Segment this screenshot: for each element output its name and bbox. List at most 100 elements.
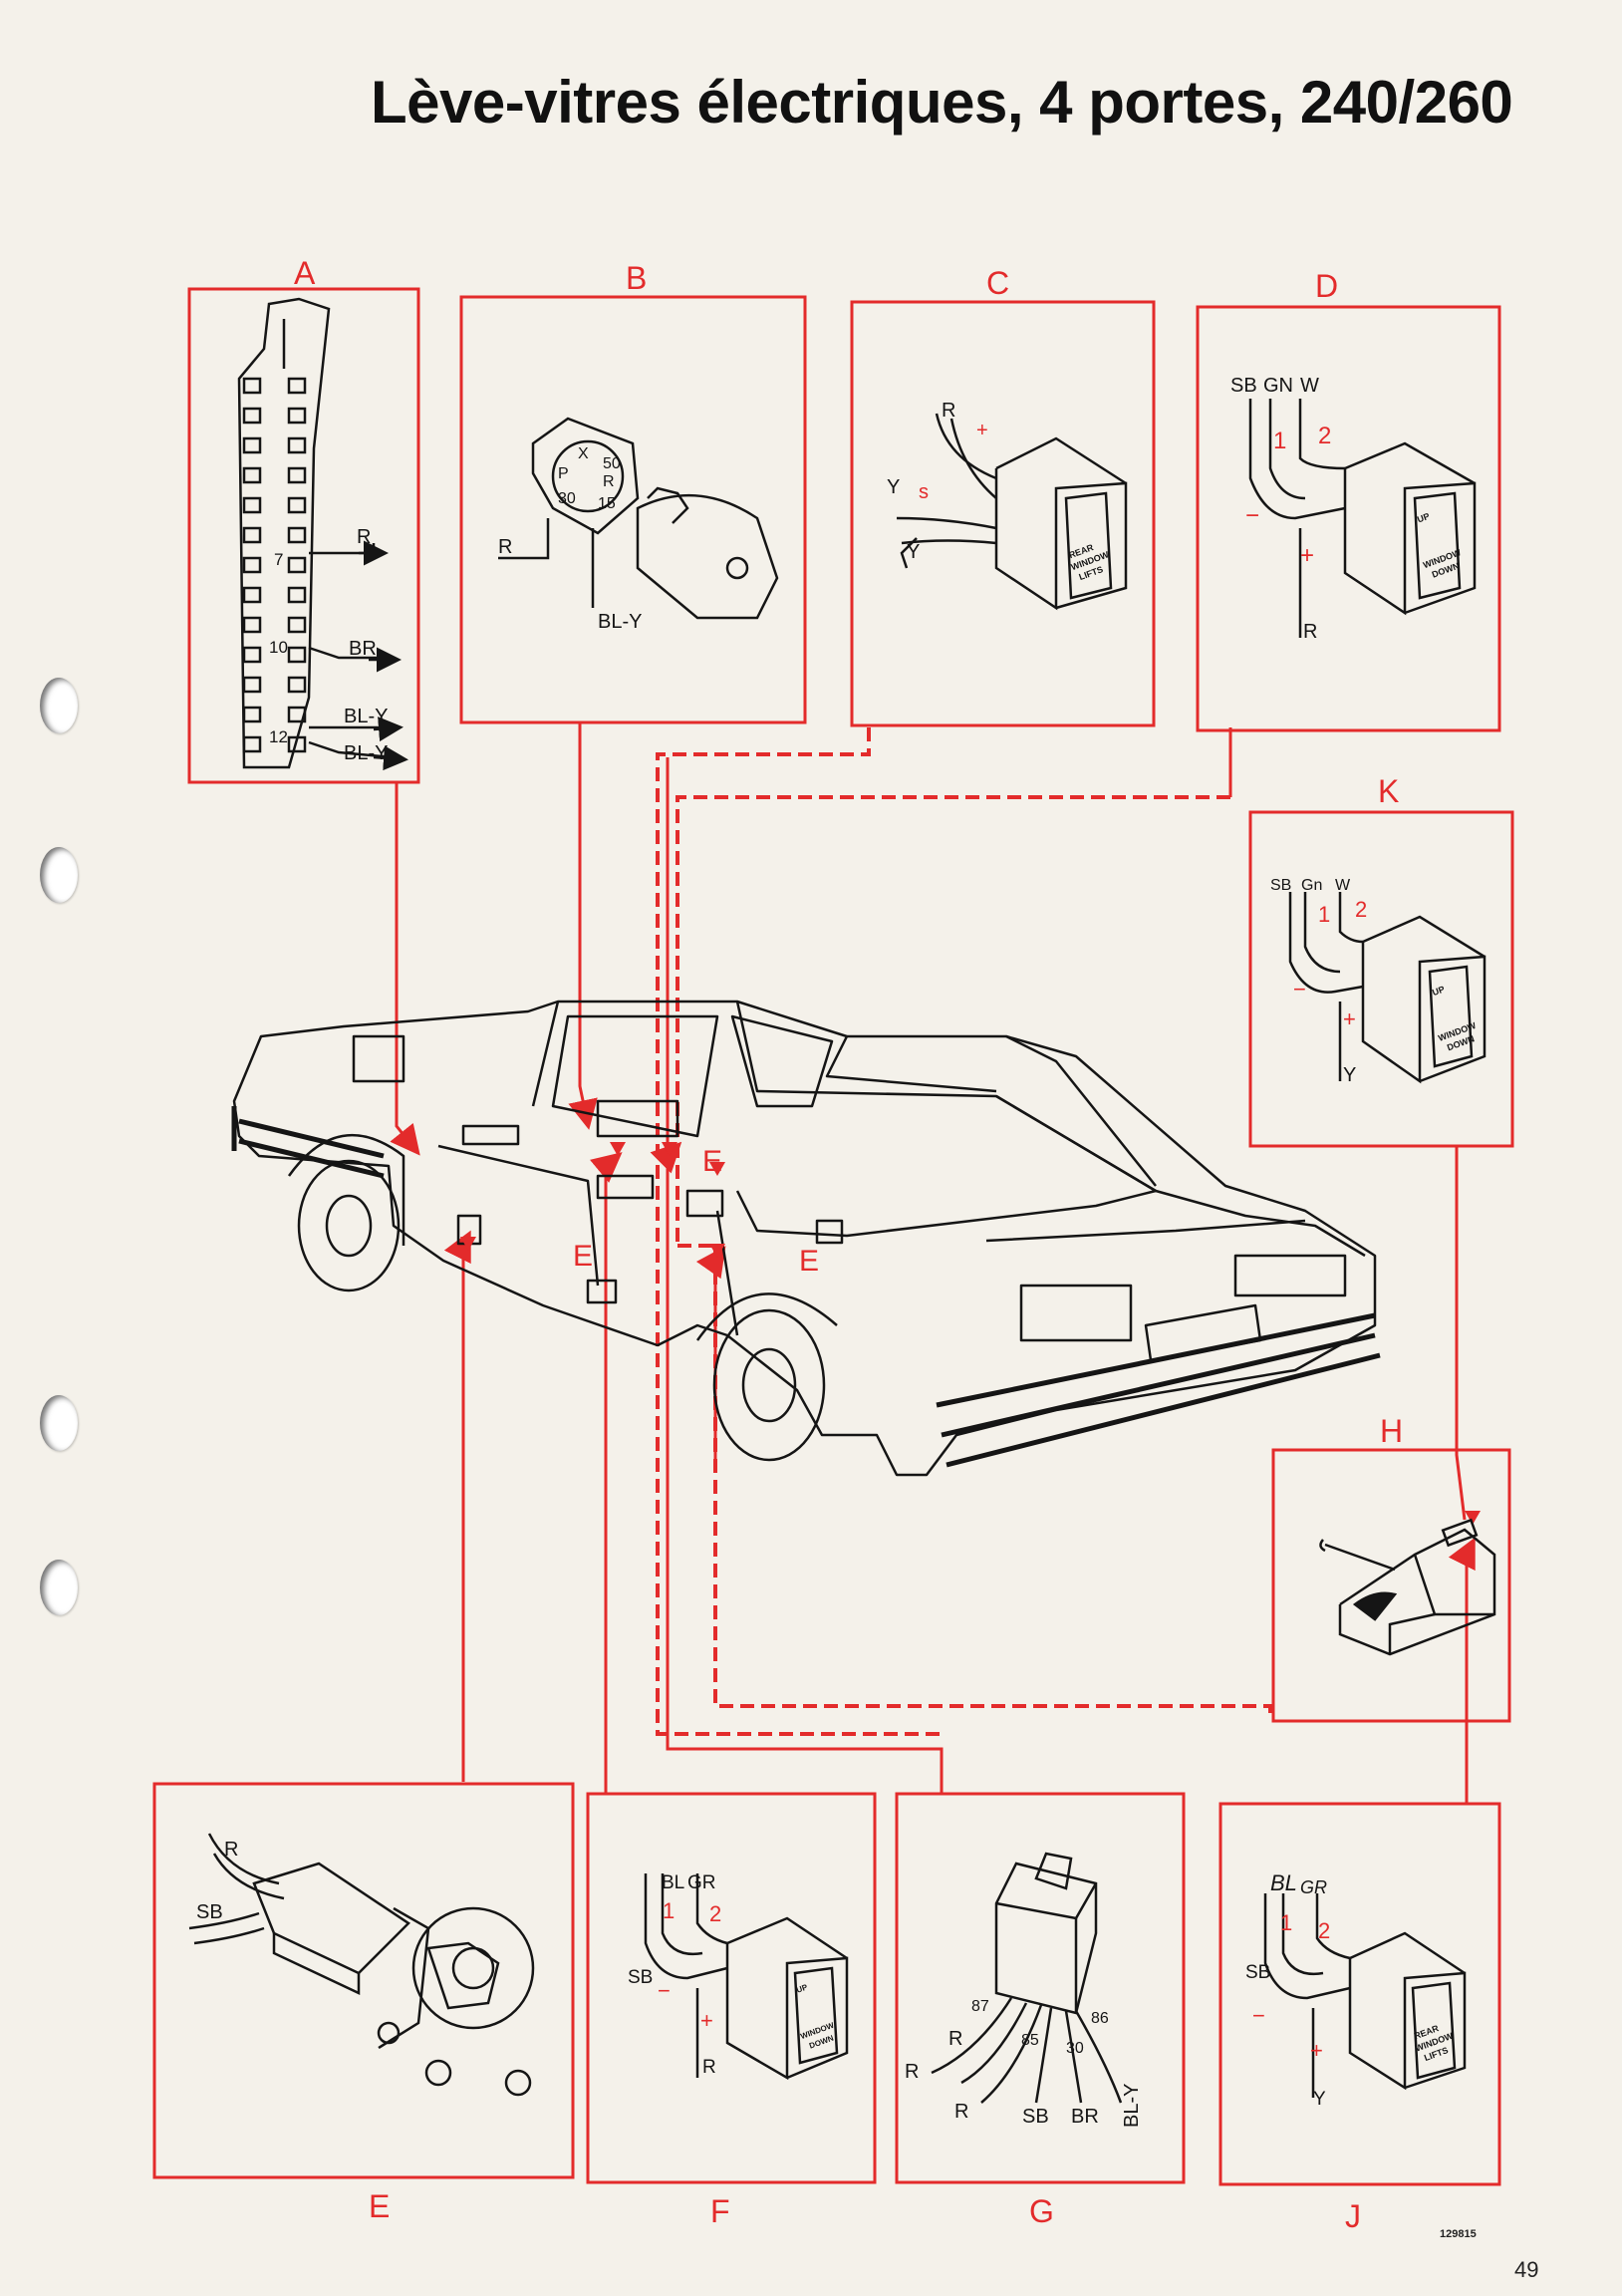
reference-code: 129815 <box>1440 2228 1477 2240</box>
wire-label: SB <box>196 1901 223 1923</box>
wire-label: R <box>357 526 371 548</box>
wire-label: BR <box>349 638 377 660</box>
panel-e-motor: E R SB <box>152 1782 575 2224</box>
wire-label: BL-Y <box>1121 2084 1143 2128</box>
polarity-mark: s <box>919 481 929 503</box>
pin-number: 10 <box>269 638 288 657</box>
panel-a: A <box>187 255 420 784</box>
polarity-mark: − <box>1245 502 1259 529</box>
panel-a-label: A <box>294 255 316 291</box>
terminal-label: R <box>603 473 615 490</box>
wire-label: Y <box>1343 1064 1356 1086</box>
wire-label: Y <box>907 541 920 563</box>
panel-d: D SB GN W R 1 2 − + UP WINDOW DOWN <box>1196 268 1501 732</box>
terminal-number: 1 <box>663 1898 675 1923</box>
wire-label: GN <box>1263 375 1293 397</box>
wire-label: BL-Y <box>598 611 642 633</box>
polarity-mark: + <box>976 420 988 441</box>
terminal-label: 86 <box>1091 2010 1109 2027</box>
wire-label: GR <box>1300 1877 1327 1897</box>
punch-hole <box>40 678 78 733</box>
punch-hole <box>40 1560 78 1615</box>
wire-label: R <box>948 2028 962 2050</box>
switch-text: UP <box>1431 984 1446 998</box>
dashed-lines <box>656 727 1272 1736</box>
polarity-mark: + <box>700 2008 713 2033</box>
terminal-label: 30 <box>1066 2040 1084 2057</box>
panel-d-label: D <box>1315 268 1338 304</box>
wire-label: W <box>1335 877 1351 894</box>
polarity-mark: − <box>658 1978 671 2003</box>
switch-text: UP <box>795 1982 809 1994</box>
pin-number: 12 <box>269 727 288 746</box>
wire-label: R <box>942 400 955 422</box>
wire-label: BL-Y <box>344 742 388 764</box>
terminal-number: 2 <box>1355 897 1367 922</box>
terminal-number: 2 <box>1318 423 1331 449</box>
panel-b-label: B <box>626 260 647 296</box>
car-label-e: E <box>702 1145 722 1178</box>
wire-label: R <box>905 2061 919 2083</box>
panel-j: J BL GR SB Y 1 2 − + REAR WINDOW LIFTS <box>1218 1802 1501 2234</box>
page-title: Lève-vitres électriques, 4 portes, 240/2… <box>371 69 1513 136</box>
terminal-number: 1 <box>1318 902 1330 927</box>
punch-hole <box>40 1395 78 1451</box>
polarity-mark: − <box>1293 977 1306 1002</box>
wire-label: SB <box>628 1967 653 1988</box>
terminal-number: 2 <box>1318 1918 1330 1943</box>
panel-e-label: E <box>369 2188 390 2224</box>
terminal-label: 30 <box>558 490 576 507</box>
terminal-label: 50 <box>603 455 621 472</box>
panel-k: K SB Gn W Y 1 2 − + UP WINDOW DOWN <box>1248 773 1514 1148</box>
car-labels: E E E <box>573 1145 819 1278</box>
polarity-mark: + <box>1300 542 1314 569</box>
car-label-e: E <box>799 1245 819 1278</box>
wire-label: Gn <box>1301 877 1322 894</box>
panel-f-label: F <box>710 2193 730 2229</box>
panel-j-label: J <box>1345 2198 1361 2234</box>
panel-g: G 87 86 85 30 R R R SB BR BL-Y <box>895 1792 1186 2229</box>
panel-f: F BL GR SB R 1 2 − + UP WINDOW DOWN <box>586 1792 877 2229</box>
car-illustration <box>231 1000 1381 1477</box>
terminal-label: 85 <box>1021 2032 1039 2049</box>
wire-label: Y <box>887 476 900 498</box>
wire-label: BR <box>1071 2106 1099 2128</box>
wire-label: SB <box>1270 877 1291 894</box>
polarity-mark: + <box>1310 2038 1323 2063</box>
wire-label: R <box>1303 621 1317 643</box>
terminal-label: 87 <box>971 1998 989 2015</box>
wire-label: SB <box>1022 2106 1049 2128</box>
panel-c-label: C <box>986 265 1009 301</box>
wire-label: Y <box>1313 2089 1326 2110</box>
terminal-label: P <box>558 465 569 482</box>
panel-k-label: K <box>1378 773 1399 809</box>
terminal-number: 1 <box>1280 1910 1292 1935</box>
wire-label: R <box>498 536 512 558</box>
wire-label: SB <box>1230 375 1257 397</box>
wire-label: R <box>954 2101 968 2123</box>
terminal-label: X <box>578 445 589 462</box>
panel-h-label: H <box>1380 1413 1403 1449</box>
wire-label: GR <box>687 1872 716 1893</box>
wire-label: BL-Y <box>344 706 388 727</box>
polarity-mark: − <box>1252 2003 1265 2028</box>
wire-label: W <box>1300 375 1319 397</box>
wire-label: R <box>224 1839 238 1861</box>
page-number: 49 <box>1514 2257 1539 2282</box>
car-arrows <box>460 1142 1481 1525</box>
panel-h: H <box>1271 1413 1511 1723</box>
punch-hole <box>40 847 78 903</box>
polarity-mark: + <box>1343 1006 1356 1031</box>
terminal-number: 2 <box>709 1901 721 1926</box>
wire-label: SB <box>1245 1962 1270 1983</box>
switch-text: UP <box>1416 511 1431 525</box>
panel-b: B X 50 P R 30 15 R BL-Y <box>459 260 807 724</box>
panel-c: C R Y Y + s REAR WINDOW LIFTS <box>850 265 1156 727</box>
wire-label: BL <box>662 1872 684 1893</box>
wire-label: R <box>702 2057 716 2078</box>
pin-number: 7 <box>274 550 283 569</box>
terminal-number: 1 <box>1273 428 1286 454</box>
wire-label: BL <box>1270 1870 1297 1895</box>
terminal-label: 15 <box>598 495 616 512</box>
